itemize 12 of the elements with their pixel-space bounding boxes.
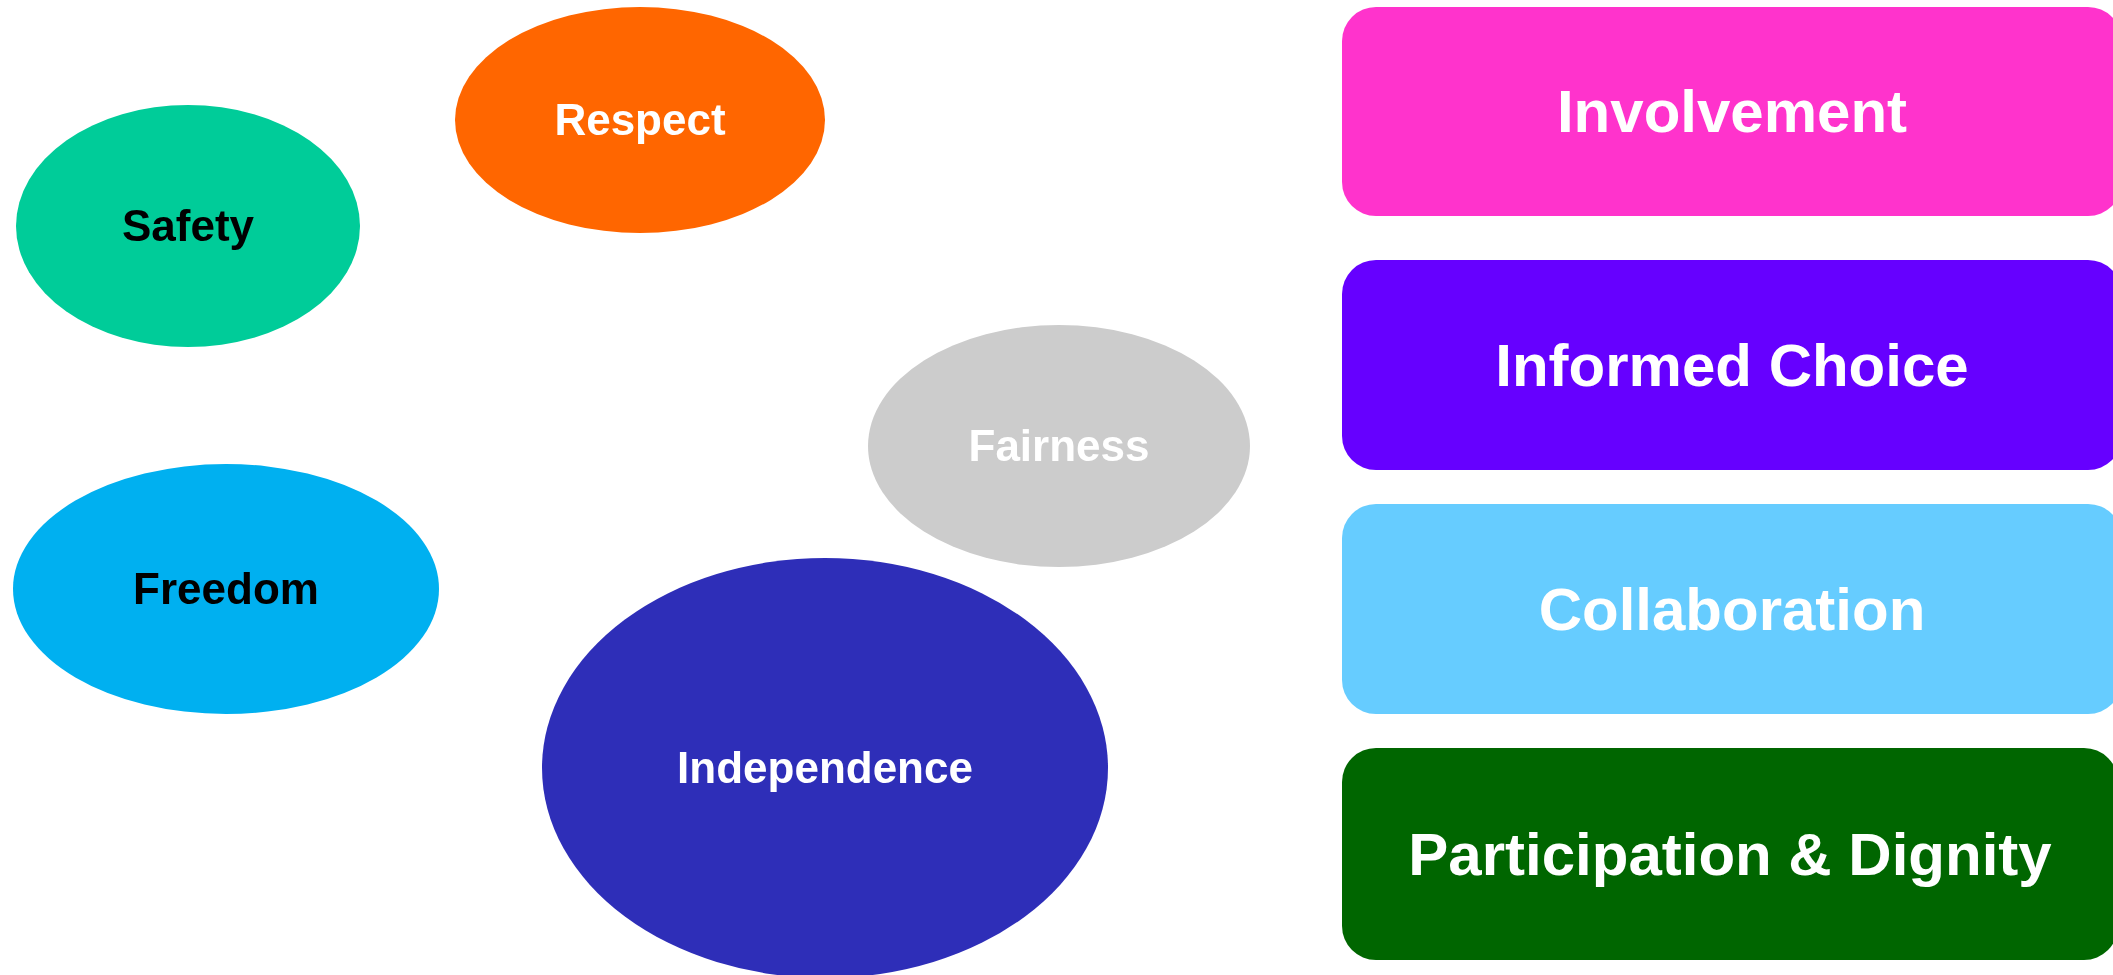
rounded-box (1342, 7, 2113, 216)
rounded-box (1342, 748, 2113, 960)
box-label: Participation & Dignity (1408, 819, 2052, 889)
box-label: Informed Choice (1495, 330, 1969, 400)
rounded-box (1342, 260, 2113, 470)
ellipse-label: Safety (121, 201, 255, 251)
box-label: Collaboration (1538, 574, 1926, 644)
ellipse-label: Respect (554, 95, 726, 145)
box-label: Involvement (1556, 77, 1908, 146)
rounded-box (1342, 504, 2113, 714)
ellipse-label: Independence (677, 743, 973, 793)
ellipse-label: Freedom (133, 564, 319, 614)
